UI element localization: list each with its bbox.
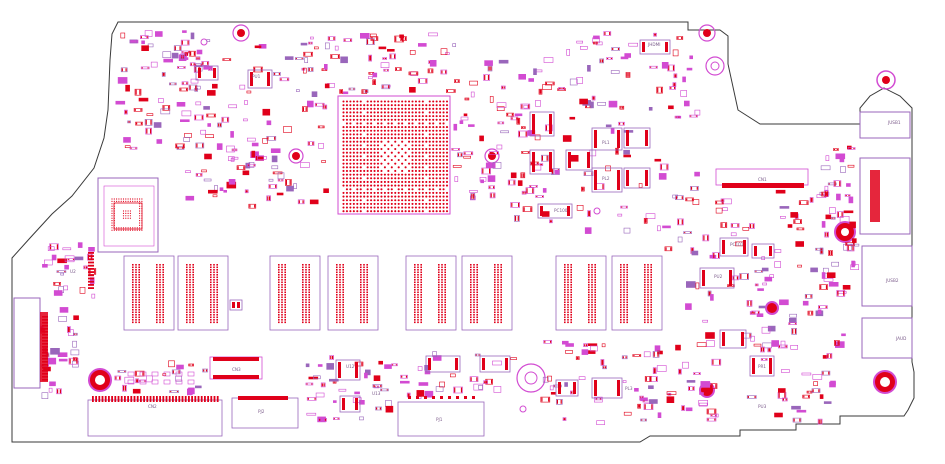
label-conn-top: CN1 [758, 177, 767, 182]
label-usb1: JUSB1 [887, 120, 901, 125]
label-pl1: PL1 [602, 140, 610, 145]
label-u-bga: U2 [70, 269, 76, 274]
label-pl2: PL2 [602, 176, 610, 181]
label-conn-bottom: CN2 [148, 404, 157, 409]
components [39, 30, 860, 426]
silk-labels: CN3 CN2 PJ2 PJ1 CN1 JUSB1 JAUD PL1 PL2 P… [70, 42, 906, 422]
label-conn-fpc: CN3 [232, 367, 241, 372]
connector-fpc [209, 356, 263, 380]
label-pu2: PU2 [714, 274, 723, 279]
connector-pj2 [231, 396, 299, 429]
ram-modules [123, 255, 663, 331]
mounting-holes [88, 24, 897, 413]
label-pc2: PC101 [730, 242, 744, 247]
label-pc1: PC100 [554, 208, 568, 213]
label-pu3: PU3 [758, 404, 767, 409]
right-ports [859, 111, 913, 359]
connector-top [715, 168, 809, 188]
connector-bottom-left [87, 396, 223, 437]
cpu-bga [337, 95, 451, 215]
label-u-mid: U12 [346, 364, 355, 369]
label-pu1: PU1 [252, 74, 261, 79]
board-outline [11, 21, 915, 443]
connector-left-edge [13, 297, 48, 389]
bga-small [97, 177, 159, 253]
label-pl3: PL3 [625, 386, 633, 391]
label-pj2: PJ2 [258, 409, 265, 414]
label-u-bios: U13 [372, 391, 381, 396]
connector-pq-bottom [397, 401, 485, 437]
label-pq: PJ1 [436, 417, 443, 422]
label-usb2: JUSB2 [885, 278, 899, 283]
label-pr1: PR1 [758, 364, 766, 369]
label-audio: JAUD [895, 336, 906, 341]
label-hdmi: JHDMI [647, 42, 660, 47]
